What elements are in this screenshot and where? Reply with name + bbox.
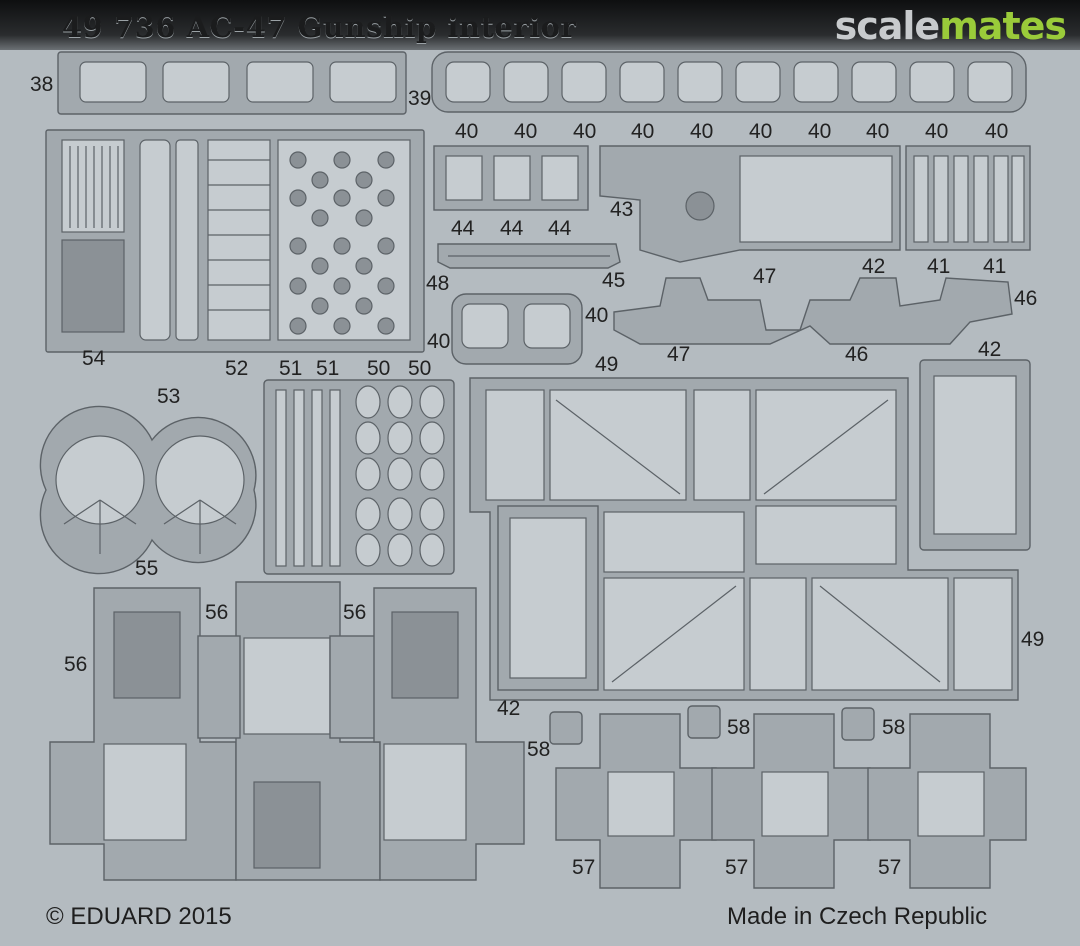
part-label: 40 <box>690 120 714 143</box>
part-50-51 <box>263 379 455 575</box>
part-label: 46 <box>1014 287 1038 310</box>
part-57 <box>555 713 1027 889</box>
part-label: 40 <box>455 120 479 143</box>
part-label: 58 <box>882 716 906 739</box>
part-label: 47 <box>667 343 691 366</box>
part-45-48 <box>437 243 621 269</box>
part-label: 56 <box>343 601 367 624</box>
logo-scale: scale <box>834 4 941 48</box>
part-label: 40 <box>427 330 451 353</box>
part-39-40-strip <box>431 51 1027 113</box>
part-42-left <box>497 505 599 691</box>
part-label: 53 <box>157 385 181 408</box>
part-55 <box>39 405 257 575</box>
part-label: 51 <box>279 357 303 380</box>
part-label: 40 <box>925 120 949 143</box>
part-label: 58 <box>527 738 551 761</box>
part-label: 41 <box>927 255 951 278</box>
part-label: 44 <box>451 217 475 240</box>
logo-mates: mates <box>939 4 1067 48</box>
part-label: 57 <box>878 856 902 879</box>
part-58 <box>549 705 875 745</box>
part-label: 42 <box>978 338 1002 361</box>
part-label: 40 <box>808 120 832 143</box>
part-label: 44 <box>500 217 524 240</box>
part-label: 50 <box>367 357 391 380</box>
copyright-text: © EDUARD 2015 <box>46 903 232 930</box>
part-label: 47 <box>753 265 777 288</box>
part-label: 40 <box>866 120 890 143</box>
part-label: 57 <box>725 856 749 879</box>
part-40-pair <box>451 293 583 365</box>
part-42-right <box>919 359 1031 551</box>
part-label: 39 <box>408 87 432 110</box>
part-label: 55 <box>135 557 159 580</box>
part-label: 40 <box>585 304 609 327</box>
part-label: 40 <box>749 120 773 143</box>
part-label: 56 <box>64 653 88 676</box>
part-label: 52 <box>225 357 249 380</box>
part-label: 46 <box>845 343 869 366</box>
part-label: 45 <box>602 269 626 292</box>
part-label: 40 <box>985 120 1009 143</box>
part-label: 57 <box>572 856 596 879</box>
part-label: 41 <box>983 255 1007 278</box>
part-label: 49 <box>1021 628 1045 651</box>
part-label: 54 <box>82 347 106 370</box>
part-49-large <box>469 377 1019 701</box>
part-label: 40 <box>631 120 655 143</box>
origin-text: Made in Czech Republic <box>727 903 988 930</box>
part-46-47 <box>613 277 1013 345</box>
part-label: 51 <box>316 357 340 380</box>
part-44 <box>433 145 589 211</box>
part-label: 42 <box>862 255 886 278</box>
part-56 <box>49 581 525 881</box>
part-label: 56 <box>205 601 229 624</box>
part-label: 58 <box>727 716 751 739</box>
part-38-strip <box>57 51 407 115</box>
part-label: 40 <box>514 120 538 143</box>
part-label: 44 <box>548 217 572 240</box>
part-label: 38 <box>30 73 54 96</box>
title-bar: 49 736 AC-47 Gunship interior scalemates <box>0 0 1080 50</box>
part-label: 40 <box>573 120 597 143</box>
part-label: 50 <box>408 357 432 380</box>
part-label: 42 <box>497 697 521 720</box>
part-52-53-54-frame <box>45 129 425 353</box>
fret-title: 49 736 AC-47 Gunship interior <box>62 10 577 44</box>
part-label: 43 <box>610 198 634 221</box>
scalemates-logo[interactable]: scalemates <box>834 4 1067 48</box>
part-41-42-43 <box>599 145 1031 263</box>
part-label: 49 <box>595 353 619 376</box>
part-label: 48 <box>426 272 450 295</box>
